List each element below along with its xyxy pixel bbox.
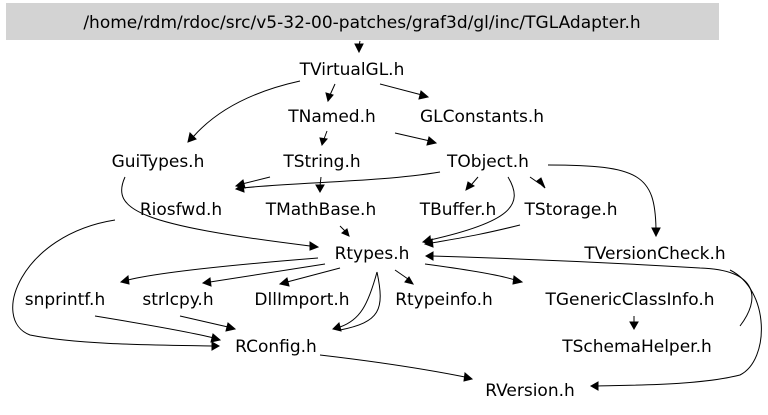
edge-rtypes-dllimport-arrow [278,277,290,287]
edge-tschemahelper-rtypes [431,255,753,327]
edge-snprintf-rconfig-arrow [210,333,222,343]
edge-rtypes-rtypeinfo-arrow [404,276,415,285]
edge-tnamed-tobject [394,132,431,142]
edge-tobject-tstorage-arrow [536,177,546,189]
edge-tvirtualgl-tnamed-arrow [325,92,334,103]
edge-tvirtualgl-tnamed [329,83,336,96]
node-tmathbase[interactable]: TMathBase.h [265,200,376,220]
node-tstorage[interactable]: TStorage.h [523,200,617,220]
edge-tvirtualgl-glconstants-arrow [418,90,430,100]
edge-rtypes-tgenericclassinfo [424,263,516,281]
edge-tgenericclassinfo-tschemahelper-arrow [629,321,639,331]
edge-rconfig-rversion [319,354,466,378]
edge-guitypes-rtypes [121,176,311,247]
edge-tmathbase-rtypes-arrow [341,228,350,237]
edge-snprintf-rconfig [94,315,215,339]
edge-rtypes-strlcpy-arrow [201,277,212,287]
node-tvirtualgl[interactable]: TVirtualGL.h [299,60,405,80]
edge-rtypes-snprintf [127,257,319,281]
node-tstring[interactable]: TString.h [282,152,360,172]
root-node-label[interactable]: /home/rdm/rdoc/src/v5-32-00-patches/graf… [83,13,640,33]
edge-tstorage-rtypes-arrow [423,238,434,248]
edge-root-tvirtualgl-arrow [354,43,364,54]
graph-edges [12,40,762,391]
edge-tnamed-tobject-arrow [426,136,438,146]
edge-tobject-tversioncheck [547,164,657,230]
node-guitypes[interactable]: GuiTypes.h [112,152,205,172]
edge-tstring-tmathbase-arrow [315,184,325,194]
node-rconfig[interactable]: RConfig.h [235,337,317,357]
edge-tnamed-tstring-arrow [319,137,328,147]
edge-rtypes-snprintf-arrow [119,275,130,285]
edge-tobject-tstorage [529,176,541,185]
edge-strlcpy-rconfig-arrow [225,322,237,332]
edge-tobject-tversioncheck-arrow [651,227,661,238]
node-snprintf[interactable]: snprintf.h [25,290,106,310]
edge-tstring-riosfwd [241,176,271,185]
node-tschemahelper[interactable]: TSchemaHelper.h [561,337,712,357]
edge-guitypes-rconfig-arrow [211,341,221,351]
edge-guitypes-rconfig [12,219,213,347]
edge-tobject-riosfwd-arrow [234,183,245,193]
node-rtypeinfo[interactable]: Rtypeinfo.h [395,290,493,310]
edge-tversioncheck-rversion-arrow [589,381,599,391]
edge-strlcpy-rconfig [179,315,229,328]
edge-tversioncheck-rversion [597,269,762,387]
edge-rconfig-rversion-arrow [463,372,474,382]
edge-guitypes-rtypes-arrow [309,241,320,251]
edge-tstorage-rtypes [431,224,521,244]
edge-tschemahelper-rtypes-arrow [424,251,434,261]
edge-tobject-tbuffer-arrow [465,181,475,191]
edge-tvirtualgl-guitypes [192,80,301,138]
edge-rtypes-rconfig-arrow [332,322,342,332]
edge-rtypes-dllimport [286,267,341,283]
node-dllimport[interactable]: DllImport.h [254,290,349,310]
node-tobject[interactable]: TObject.h [446,152,529,172]
node-tbuffer[interactable]: TBuffer.h [419,200,497,220]
edge-tnamed-tstring [323,130,328,140]
graph-nodes: TVirtualGL.h TNamed.h GLConstants.h GuiT… [25,60,726,401]
node-tnamed[interactable]: TNamed.h [287,107,376,127]
node-tversioncheck[interactable]: TVersionCheck.h [583,244,725,264]
node-rtypes[interactable]: Rtypes.h [335,244,410,264]
edge-tmathbase-rtypes [339,225,346,232]
edge-tobject-riosfwd [241,171,441,189]
node-riosfwd[interactable]: Riosfwd.h [140,200,222,220]
node-strlcpy[interactable]: strlcpy.h [142,290,213,310]
edge-rtypes-rconfig [339,271,378,328]
edge-tvirtualgl-glconstants [379,83,423,96]
edge-tobject-rtypes [429,176,515,241]
root-node-box [6,3,719,40]
edge-rtypes-tgenericclassinfo-arrow [512,275,524,285]
node-rversion[interactable]: RVersion.h [485,381,575,401]
edge-tvirtualgl-guitypes-arrow [187,132,197,143]
edge-rtypes-strlcpy [209,263,326,283]
edge-tobject-tbuffer [471,176,479,185]
edge-rtypes-rconfig-2 [339,271,381,331]
node-glconstants[interactable]: GLConstants.h [420,107,544,127]
node-tgenericclassinfo[interactable]: TGenericClassInfo.h [544,290,714,310]
edge-rtypes-rtypeinfo [394,269,409,280]
